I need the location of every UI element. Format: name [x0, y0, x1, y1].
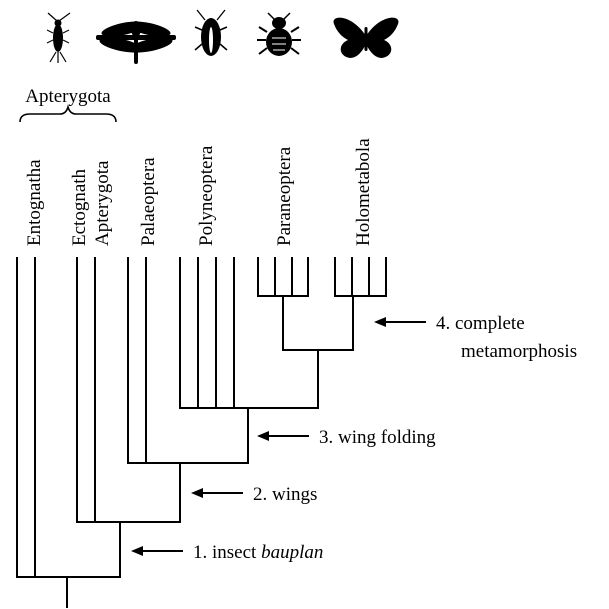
annotation-4: 4. complete metamorphosis [374, 313, 577, 362]
annotation-1: 1. insect bauplan [131, 542, 323, 563]
cockroach-icon [195, 10, 227, 56]
taxon-label-ectognath: Ectognath [69, 168, 90, 246]
annotation-2-number: 2. [253, 484, 267, 505]
taxon-label-paraneoptera: Paraneoptera [274, 146, 295, 246]
annotation-1-text: insect [212, 542, 261, 563]
svg-text:2. wings: 2. wings [253, 484, 317, 505]
svg-text:4. complete: 4. complete [436, 313, 525, 334]
silverfish-icon [47, 13, 70, 63]
taxon-label-holometabola: Holometabola [353, 138, 374, 246]
annotation-1-emphasis: bauplan [261, 542, 323, 563]
svg-text:1. insect bauplan: 1. insect bauplan [193, 542, 323, 563]
annotation-1-number: 1. [193, 542, 207, 563]
dragonfly-icon [96, 19, 176, 64]
apterygota-brace [20, 107, 116, 122]
annotation-4-line2: metamorphosis [461, 341, 577, 362]
annotation-2-text: wings [272, 484, 317, 505]
taxon-label-entognatha: Entognatha [24, 159, 45, 246]
svg-text:3. wing folding: 3. wing folding [319, 427, 436, 448]
taxon-labels: Entognatha Ectognath Apterygota Palaeopt… [24, 138, 374, 246]
group-label-apterygota: Apterygota [25, 86, 111, 107]
annotation-3-text: wing folding [338, 427, 436, 448]
annotation-4-text: complete [455, 313, 525, 334]
annotation-3-number: 3. [319, 427, 333, 448]
annotation-3: 3. wing folding [257, 427, 436, 448]
taxon-label-polyneoptera: Polyneoptera [196, 145, 217, 246]
annotation-4-number: 4. [436, 313, 450, 334]
louse-icon [257, 13, 301, 56]
butterfly-icon [334, 18, 399, 58]
taxon-label-apterygota: Apterygota [92, 160, 113, 246]
annotation-2: 2. wings [191, 484, 317, 505]
taxon-label-palaeoptera: Palaeoptera [138, 157, 159, 246]
